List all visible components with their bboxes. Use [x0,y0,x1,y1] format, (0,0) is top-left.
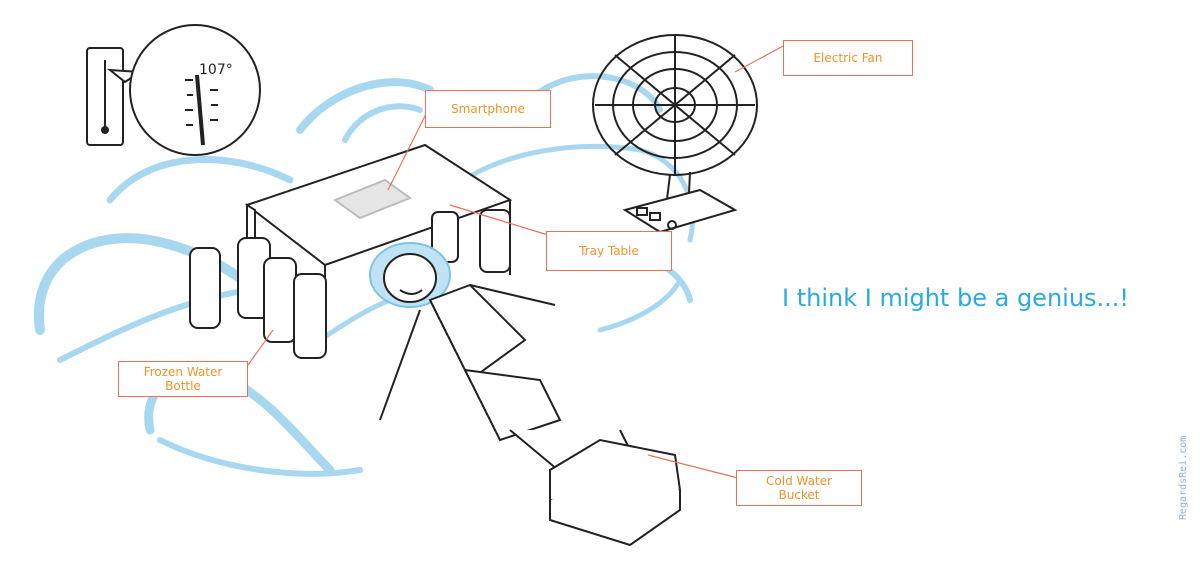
callout-lines [247,44,786,479]
electric-fan [592,34,758,234]
frozen-water-bottles [189,209,511,359]
wind-swirls [33,73,696,477]
credit-text: RegardsRei.com [1178,435,1189,520]
label-smartphone: Smartphone [425,90,551,128]
label-frozen-water-bottle: Frozen Water Bottle [118,361,248,397]
thermometer-reading: 107° [199,62,233,78]
label-cold-water-bucket: Cold Water Bucket [736,470,862,506]
caption-text: I think I might be a genius...! [782,284,1130,312]
label-electric-fan: Electric Fan [783,40,913,76]
person-lying [369,242,682,547]
label-tray-table: Tray Table [546,231,672,271]
thermometer [86,24,261,156]
